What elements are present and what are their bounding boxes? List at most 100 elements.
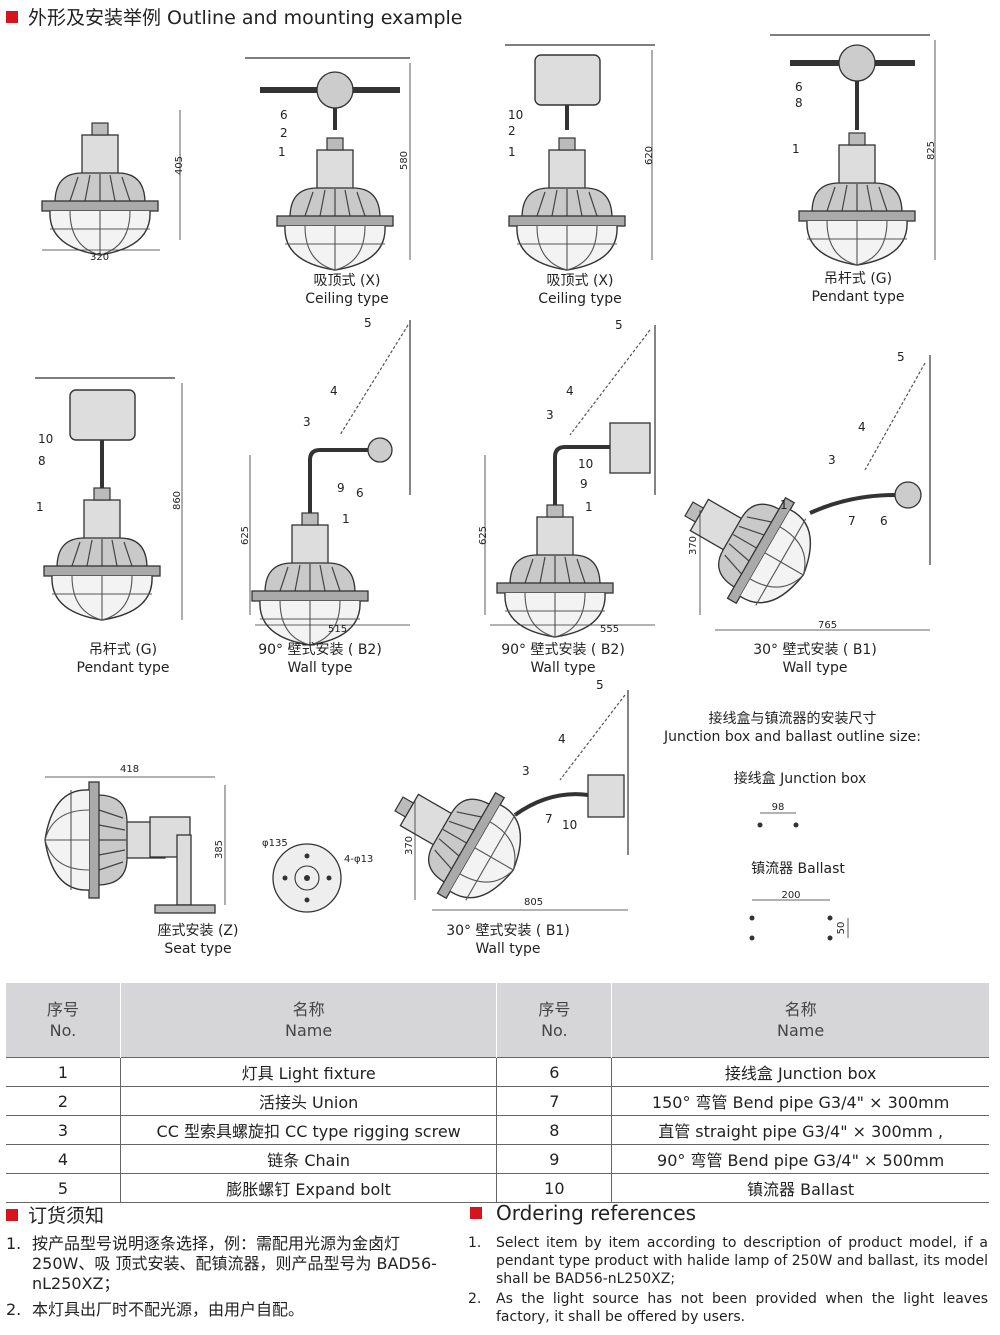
callout: 10 — [38, 432, 54, 446]
junction-box-holes: 98 — [757, 802, 799, 828]
cell-name: 链条 Chain — [120, 1144, 498, 1174]
figure-base-plate — [272, 843, 342, 913]
cell-name: 膨胀螺钉 Expand bolt — [120, 1173, 498, 1203]
callout: 10 — [578, 457, 594, 471]
callout: 5 — [615, 318, 623, 332]
ballast-h: 50 — [836, 922, 847, 935]
dim-height: 385 — [214, 839, 226, 860]
dim-height: 860 — [172, 490, 184, 511]
callout: 1 — [585, 500, 593, 514]
callout: 5 — [364, 316, 372, 330]
callout: 1 — [792, 142, 800, 156]
dim-height: 405 — [174, 155, 186, 176]
cell-no: 10 — [496, 1173, 613, 1203]
figure-ceiling-x1 — [245, 57, 411, 271]
figure-wall-b1-2 — [369, 690, 629, 921]
dim-diameter: φ135 — [262, 838, 288, 849]
red-square-marker — [6, 1208, 18, 1221]
figure-ceiling-x2 — [505, 44, 655, 271]
dim-width: 320 — [90, 252, 110, 263]
cell-name: 90° 弯管 Bend pipe G3/4" × 500mm — [611, 1144, 989, 1174]
figure-pendant-g2 — [35, 377, 183, 621]
red-square-marker — [470, 1207, 482, 1219]
callout: 3 — [522, 764, 530, 778]
dim-width: 515 — [328, 624, 348, 635]
cell-no: 5 — [6, 1173, 121, 1203]
caption-pendant-g1: 吊杆式 (G)Pendant type — [811, 271, 905, 305]
cell-name: 150° 弯管 Bend pipe G3/4" × 300mm — [611, 1086, 989, 1116]
dim-height: 370 — [404, 835, 416, 856]
dim-width: 765 — [818, 620, 838, 631]
figure-wall-b2-1 — [249, 320, 411, 646]
dim-height: 620 — [644, 145, 656, 166]
section-header: 外形及安装举例 Outline and mounting example — [6, 3, 462, 30]
cell-name: 镇流器 Ballast — [611, 1173, 989, 1203]
callout: 2 — [280, 126, 288, 140]
caption-wall-b2-1: 90° 壁式安装 ( B2)Wall type — [258, 642, 382, 676]
figure-wall-b1-1 — [659, 355, 931, 631]
cell-no: 9 — [496, 1144, 613, 1174]
callout: 6 — [795, 80, 803, 94]
callout: 6 — [356, 486, 364, 500]
dim-holes: 4-φ13 — [344, 854, 374, 865]
callout: 9 — [580, 477, 588, 491]
cell-no: 8 — [496, 1115, 613, 1145]
ballast-label: 镇流器 Ballast — [751, 861, 845, 877]
callout: 7 — [545, 812, 553, 826]
dim-width: 805 — [524, 897, 544, 908]
caption-ceiling-x1: 吸顶式 (X)Ceiling type — [305, 273, 389, 307]
dim-width: 418 — [120, 764, 140, 775]
ordering-en-item: 2. As the light source has not been prov… — [468, 1291, 988, 1325]
ordering-en-title: Ordering references — [496, 1201, 697, 1225]
dim-height: 370 — [688, 535, 700, 556]
callout: 3 — [303, 415, 311, 429]
callout: 1 — [342, 512, 350, 526]
dim-height: 580 — [399, 150, 411, 171]
figure-basic-lamp — [41, 110, 181, 256]
ordering-en-header: Ordering references — [470, 1201, 696, 1225]
figure-pendant-g1 — [770, 34, 936, 266]
callout: 9 — [337, 481, 345, 495]
ordering-cn-title: 订货须知 — [28, 1205, 105, 1227]
ordering-cn-header: 订货须知 — [6, 1201, 104, 1228]
section-title: 外形及安装举例 Outline and mounting example — [28, 7, 463, 29]
ordering-cn-item: 1. 按产品型号说明逐条选择，例：需配用光源为金卤灯 250W、吸 顶式安装、配… — [6, 1234, 437, 1293]
junction-box-label: 接线盒 Junction box — [733, 771, 867, 787]
callout: 5 — [897, 350, 905, 364]
callout: 5 — [596, 678, 604, 692]
callout: 4 — [858, 420, 866, 434]
ordering-en-item: 1. Select item by item according to desc… — [468, 1235, 988, 1287]
table-row: 4 链条 Chain 9 90° 弯管 Bend pipe G3/4" × 50… — [6, 1144, 989, 1174]
callout: 3 — [546, 408, 554, 422]
table-row: 5 膨胀螺钉 Expand bolt 10 镇流器 Ballast — [6, 1173, 989, 1203]
callout: 8 — [795, 96, 803, 110]
table-row: 2 活接头 Union 7 150° 弯管 Bend pipe G3/4" × … — [6, 1086, 989, 1116]
cell-no: 3 — [6, 1115, 121, 1145]
dim-width: 555 — [600, 624, 620, 635]
callout: 10 — [562, 818, 578, 832]
caption-wall-b1-1: 30° 壁式安装 ( B1)Wall type — [753, 642, 877, 676]
caption-wall-b2-2: 90° 壁式安装 ( B2)Wall type — [501, 642, 625, 676]
cell-name: 直管 straight pipe G3/4" × 300mm , — [611, 1115, 989, 1145]
junction-ballast-title: 接线盒与镇流器的安装尺寸 Junction box and ballast ou… — [664, 711, 921, 745]
callout: 10 — [508, 108, 524, 122]
table-row: 3 CC 型索具螺旋扣 CC type rigging screw 8 直管 s… — [6, 1115, 989, 1145]
dim-height: 825 — [926, 140, 938, 161]
callout: 1 — [780, 498, 788, 512]
callout: 2 — [508, 124, 516, 138]
caption-wall-b1-2: 30° 壁式安装 ( B1)Wall type — [446, 923, 570, 957]
callout: 6 — [880, 514, 888, 528]
cell-no: 4 — [6, 1144, 121, 1174]
figure-wall-b2-2 — [484, 325, 656, 638]
ballast-holes: 200 50 — [749, 890, 849, 941]
dim-height: 625 — [240, 525, 252, 546]
cell-no: 6 — [496, 1057, 613, 1087]
figure-seat-z — [44, 776, 226, 914]
callout: 6 — [280, 108, 288, 122]
callout: 4 — [566, 384, 574, 398]
caption-ceiling-x2: 吸顶式 (X)Ceiling type — [538, 273, 622, 307]
cell-no: 1 — [6, 1057, 121, 1087]
